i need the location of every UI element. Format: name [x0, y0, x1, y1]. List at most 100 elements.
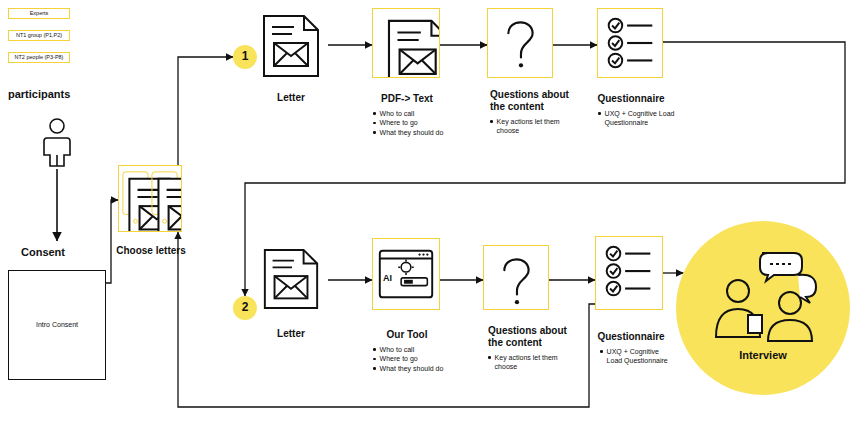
drawing-part [44, 138, 70, 166]
node-label: NT1 group (P1,P2) [9, 32, 69, 38]
drawing-part [163, 219, 167, 223]
node-label: 2 [233, 301, 257, 315]
drawing-part [169, 206, 181, 229]
person-icon [44, 119, 70, 166]
drawing-part [612, 40, 619, 46]
drawing-part [508, 22, 532, 57]
node-caption: QuestionnaireUXQ + Cognitive Load Questi… [586, 93, 676, 128]
flow-arrow [56, 169, 58, 241]
bullet-text: Who to call [380, 345, 415, 354]
drawing-part [304, 250, 318, 264]
drawing-part [768, 320, 812, 341]
node-icon [373, 9, 439, 77]
drawing-part [609, 36, 623, 50]
flow-connector [178, 57, 233, 165]
drawing-part [158, 179, 181, 231]
node-icon [484, 246, 548, 309]
node-title: Letter [241, 92, 341, 104]
drawing-part [389, 21, 439, 77]
drawing-part [798, 275, 816, 303]
bullet-text: Key actions let them choose [495, 353, 574, 372]
icon-box: Our ToolWho to callWhere to goWhat they … [372, 238, 440, 310]
icon-box: PDF-> TextWho to callWhere to goWhat the… [372, 8, 440, 78]
drawing-part [607, 247, 621, 261]
bullet-dot [373, 348, 376, 351]
node-icon [488, 9, 552, 77]
bullet-text: Who to call [380, 109, 415, 118]
drawing-part [627, 42, 652, 44]
drawing-part [262, 14, 320, 78]
drawing-part [275, 276, 308, 298]
bullet-text: UXQ + Cognitive Load Questionnaire [607, 347, 676, 366]
icon-box: Letter [262, 14, 320, 78]
bullet-dot [598, 112, 601, 115]
flow-connector [178, 232, 595, 407]
drawing-part [610, 268, 617, 274]
bullet-dot [373, 112, 376, 115]
drawing-part [274, 43, 308, 66]
node-label: Intro Consent [9, 321, 105, 329]
drawing-part [727, 280, 749, 302]
bullet-item: What they should do [357, 364, 457, 373]
node-label: Interview [676, 349, 850, 362]
drawing-part [625, 253, 650, 255]
drawing-part [389, 21, 439, 77]
drawing-part [607, 282, 621, 296]
icon-box: QuestionnaireUXQ + Cognitive Load Questi… [595, 236, 663, 310]
node-caption: Questions about the contentKey actions l… [482, 89, 576, 136]
node-icon [596, 237, 662, 309]
drawing-part [779, 292, 801, 314]
drawing-part [158, 179, 181, 231]
node-label: Experts [9, 10, 69, 16]
drawing-part [400, 50, 436, 74]
bullet-item: Key actions let them choose [482, 117, 576, 136]
bullet-text: Where to go [380, 118, 418, 127]
bullet-dot [373, 358, 376, 361]
drawing-part [272, 27, 294, 34]
drawing-part [134, 219, 138, 223]
bullet-dot [373, 367, 376, 370]
drawing-part [598, 9, 662, 77]
bullet-item: Who to call [357, 345, 457, 354]
drawing-part [274, 43, 308, 66]
drawing-part [304, 16, 318, 30]
drawing-part [56, 155, 58, 166]
node-title: Questions about the content [480, 325, 574, 349]
node-title: Letter [241, 328, 341, 340]
node-text-wrap: NT1 group (P1,P2) [9, 32, 69, 38]
drawing-part [760, 253, 802, 281]
node-text-wrap: 1 [233, 50, 257, 64]
drawing-part [625, 287, 650, 289]
drawing-part [404, 280, 413, 284]
node-icon [262, 14, 320, 78]
flow-connector [440, 279, 483, 280]
bullet-dot [373, 122, 376, 125]
drawing-part [265, 250, 317, 308]
section-label: participants [8, 88, 70, 100]
drawing-part [397, 33, 420, 40]
drawing-part [504, 259, 528, 294]
drawing-part [515, 300, 519, 304]
node-text-wrap: Experts [9, 10, 69, 16]
drawing-part [488, 9, 552, 77]
drawing-part [770, 263, 792, 265]
bullet-item: UXQ + Cognitive Load Questionnaire [586, 109, 676, 128]
bullet-item: What they should do [357, 128, 457, 137]
flow-connector [549, 279, 595, 280]
drawing-part [373, 239, 439, 309]
node-icon [598, 9, 662, 77]
bullet-item: Where to go [357, 354, 457, 363]
bullet-dot [600, 350, 603, 353]
icon-text: AI [383, 273, 392, 283]
drawing-part [422, 253, 424, 255]
text-box: NT2 people (P3-P8) [8, 52, 70, 63]
node-title: PDF-> Text [357, 93, 457, 105]
step-label: Consent [21, 246, 65, 258]
bullet-dot [488, 356, 491, 359]
node-title: Our Tool [357, 329, 457, 341]
bullet-text: What they should do [380, 128, 444, 137]
drawing-part [431, 21, 439, 36]
node-label: NT2 people (P3-P8) [9, 54, 69, 60]
